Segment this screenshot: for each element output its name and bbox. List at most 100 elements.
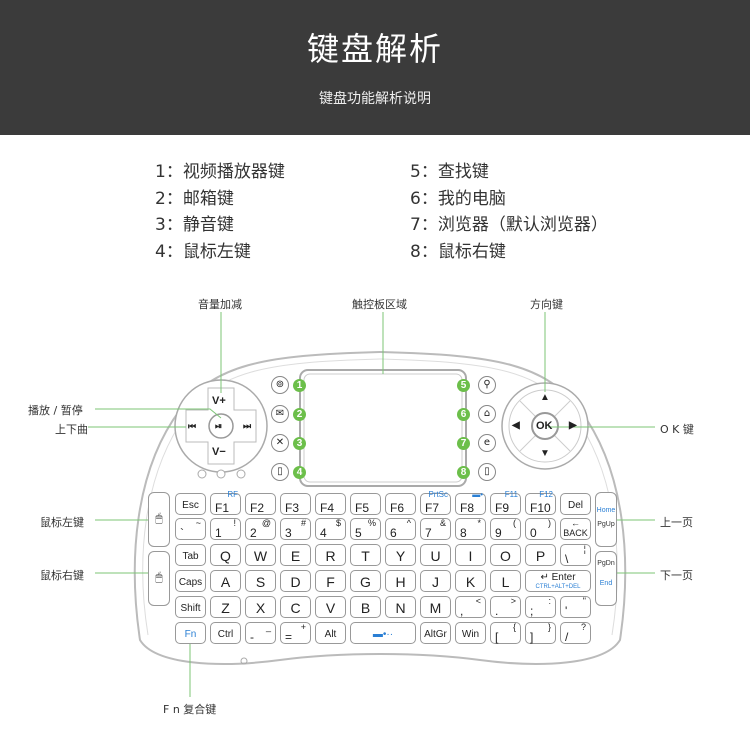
key[interactable]: F xyxy=(315,570,346,592)
key[interactable]: R xyxy=(315,544,346,566)
video-player-icon[interactable]: ⊚ xyxy=(271,376,289,394)
key[interactable]: Ctrl xyxy=(210,622,241,644)
key[interactable]: 2@ xyxy=(245,518,276,540)
key-label: N xyxy=(395,600,406,616)
pgdn-end-key[interactable]: PgDn End xyxy=(595,551,617,606)
key[interactable]: 5% xyxy=(350,518,381,540)
key-label: H xyxy=(395,574,406,590)
key-label: C xyxy=(290,600,301,616)
next-track-button[interactable]: ⏭ xyxy=(243,421,252,431)
volume-up-button[interactable]: V+ xyxy=(212,395,226,407)
key-label: Ctrl xyxy=(217,629,234,640)
key[interactable]: Q xyxy=(210,544,241,566)
key[interactable]: F3 xyxy=(280,493,311,515)
key[interactable]: AltGr xyxy=(420,622,451,644)
key[interactable]: '" xyxy=(560,596,591,618)
my-computer-icon[interactable]: ⌂ xyxy=(478,405,496,423)
key[interactable]: F6 xyxy=(385,493,416,515)
key[interactable]: I xyxy=(455,544,486,566)
key[interactable]: K xyxy=(455,570,486,592)
key[interactable]: ▬•·· xyxy=(350,622,416,644)
key[interactable]: V xyxy=(315,596,346,618)
key[interactable]: 8* xyxy=(455,518,486,540)
mouse-right-button[interactable]: 🖱 xyxy=(148,551,170,606)
key[interactable]: J xyxy=(420,570,451,592)
key[interactable]: ,< xyxy=(455,596,486,618)
browser-icon[interactable]: e xyxy=(478,434,496,452)
play-pause-button[interactable]: ⏯ xyxy=(215,421,223,431)
mouse-left-button[interactable]: 🖱 xyxy=(148,492,170,547)
arrow-left-button[interactable]: ◀ xyxy=(512,420,520,431)
key[interactable]: E xyxy=(280,544,311,566)
search-icon[interactable]: ⚲ xyxy=(478,376,496,394)
key[interactable]: .> xyxy=(490,596,521,618)
key[interactable]: X xyxy=(245,596,276,618)
volume-down-button[interactable]: V− xyxy=(212,446,226,458)
key[interactable]: F5 xyxy=(350,493,381,515)
key[interactable]: B xyxy=(350,596,381,618)
key[interactable]: Z xyxy=(210,596,241,618)
key[interactable]: 0) xyxy=(525,518,556,540)
key[interactable]: Caps xyxy=(175,570,206,592)
key[interactable]: S xyxy=(245,570,276,592)
key[interactable]: H xyxy=(385,570,416,592)
key[interactable]: [{ xyxy=(490,622,521,644)
key[interactable]: O xyxy=(490,544,521,566)
key[interactable]: -_ xyxy=(245,622,276,644)
key[interactable]: Del xyxy=(560,493,591,515)
key[interactable]: U xyxy=(420,544,451,566)
email-icon[interactable]: ✉ xyxy=(271,405,289,423)
key[interactable]: A xyxy=(210,570,241,592)
key[interactable]: D xyxy=(280,570,311,592)
key[interactable]: W xyxy=(245,544,276,566)
key[interactable]: 4$ xyxy=(315,518,346,540)
key-shift-label: ! xyxy=(233,518,236,528)
key[interactable]: 9( xyxy=(490,518,521,540)
key[interactable]: L xyxy=(490,570,521,592)
label-direction: 方向键 xyxy=(530,298,563,311)
key[interactable]: N xyxy=(385,596,416,618)
arrow-down-button[interactable]: ▼ xyxy=(540,448,550,459)
key[interactable]: Y xyxy=(385,544,416,566)
key[interactable]: \¦ xyxy=(560,544,591,566)
prev-track-button[interactable]: ⏮ xyxy=(188,421,197,431)
key[interactable]: 6^ xyxy=(385,518,416,540)
mouse-right-icon[interactable]: ▯ xyxy=(478,463,496,481)
key[interactable]: Win xyxy=(455,622,486,644)
home-pgup-key[interactable]: Home PgUp xyxy=(595,492,617,547)
key[interactable]: M xyxy=(420,596,451,618)
key[interactable]: =+ xyxy=(280,622,311,644)
key[interactable]: ]} xyxy=(525,622,556,644)
key[interactable]: 7& xyxy=(420,518,451,540)
key[interactable]: G xyxy=(350,570,381,592)
key[interactable]: ;: xyxy=(525,596,556,618)
arrow-up-button[interactable]: ▲ xyxy=(540,392,550,403)
key[interactable]: Alt xyxy=(315,622,346,644)
key[interactable]: F8▬• xyxy=(455,491,486,515)
key[interactable]: /? xyxy=(560,622,591,644)
arrow-right-button[interactable]: ▶ xyxy=(569,420,577,431)
key[interactable]: Fn xyxy=(175,622,206,644)
key[interactable]: F2 xyxy=(245,493,276,515)
ok-button[interactable]: OK xyxy=(536,420,553,432)
key[interactable]: Esc xyxy=(175,493,206,515)
key[interactable]: Shift xyxy=(175,596,206,618)
mouse-left-icon[interactable]: ▯ xyxy=(271,463,289,481)
key-shift-label: } xyxy=(547,622,551,632)
legend-item: 5：查找键 xyxy=(410,162,489,182)
key[interactable]: C xyxy=(280,596,311,618)
key[interactable]: F4 xyxy=(315,493,346,515)
key[interactable]: `~ xyxy=(175,518,206,540)
key[interactable]: BACK← xyxy=(560,518,591,540)
key[interactable]: Tab xyxy=(175,544,206,566)
mute-icon[interactable]: ✕ xyxy=(271,434,289,452)
key[interactable]: 1! xyxy=(210,518,241,540)
key[interactable]: P xyxy=(525,544,556,566)
key[interactable]: T xyxy=(350,544,381,566)
key[interactable]: 3# xyxy=(280,518,311,540)
